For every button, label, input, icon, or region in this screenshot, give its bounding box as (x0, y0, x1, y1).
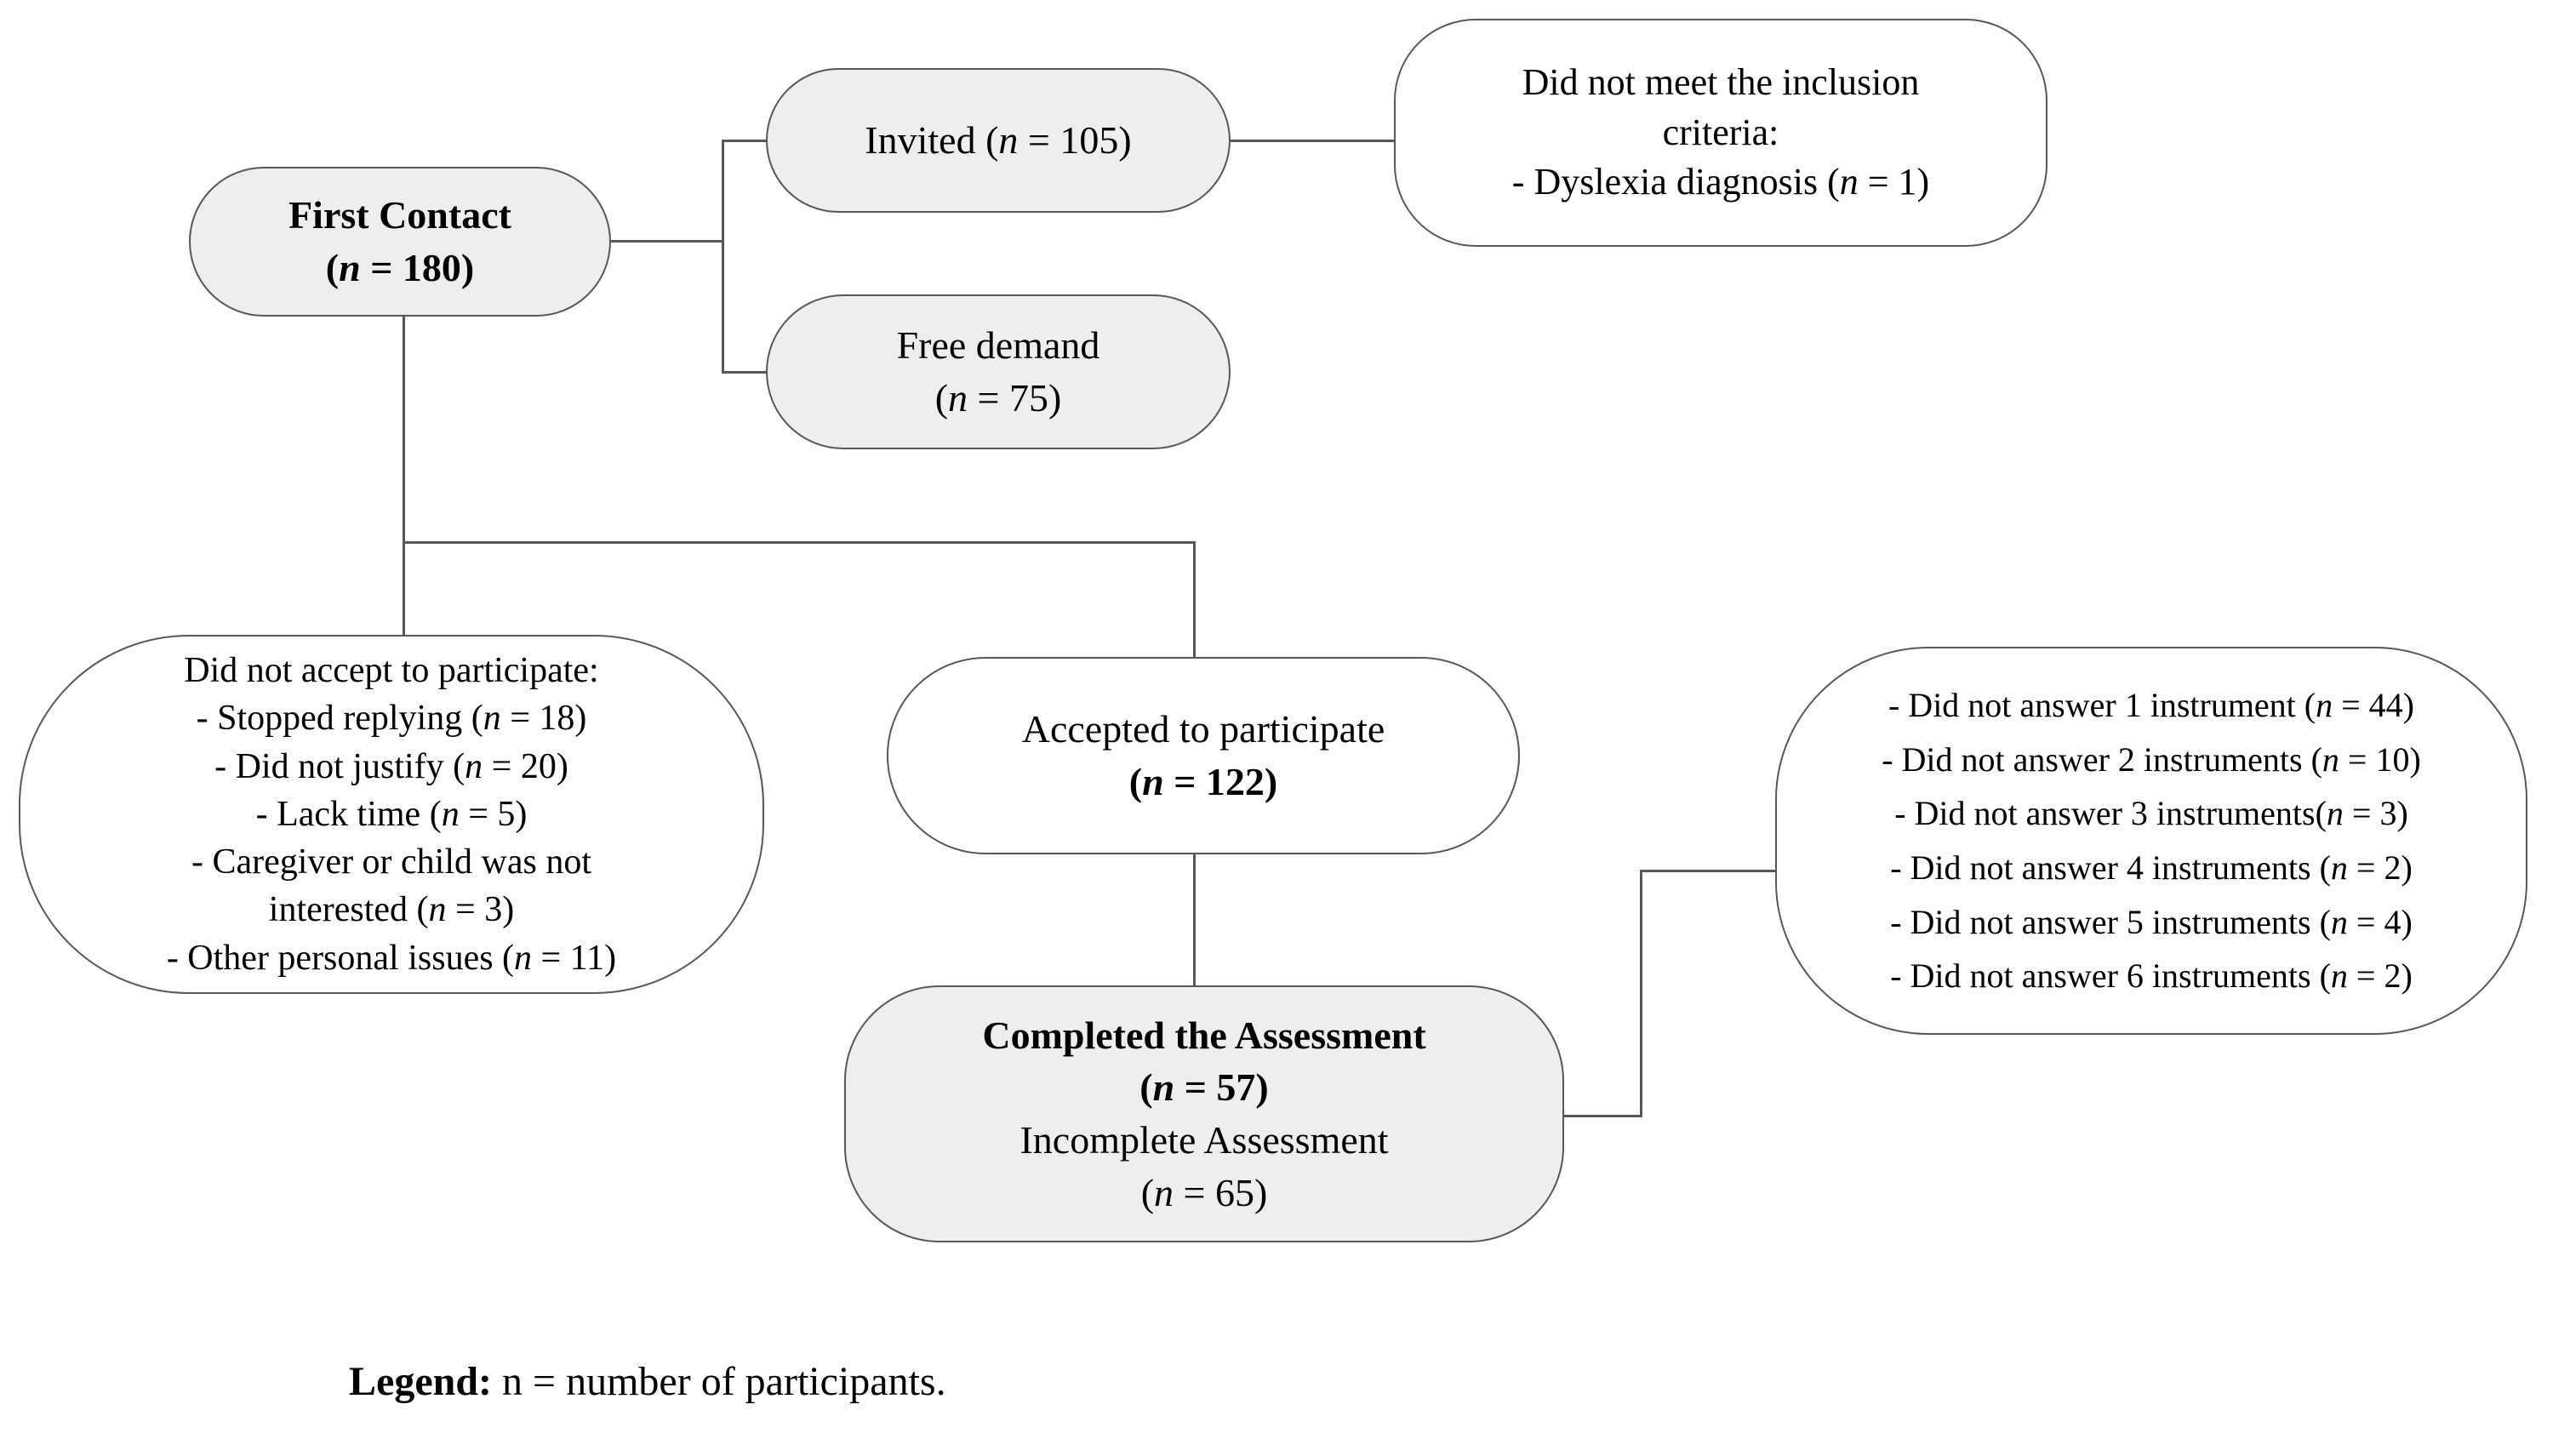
node-did-not-answer-instruments[interactable]: - Did not answer 1 instrument (n = 44) -… (1775, 647, 2527, 1035)
legend-label: Legend: (349, 1359, 492, 1404)
node-instruments-item-5: - Did not answer 6 instruments (n = 2) (1890, 956, 2413, 996)
node-did-not-accept-item-2: - Lack time (n = 5) (255, 794, 528, 834)
legend-text: n = number of participants. (492, 1359, 946, 1404)
node-completed-line4: (n = 65) (1140, 1170, 1268, 1214)
node-did-not-accept-item-3: - Caregiver or child was not (191, 842, 592, 882)
node-exclusion-line2: criteria: (1662, 111, 1779, 153)
connector-first-contact-down (403, 315, 405, 640)
node-did-not-accept[interactable]: Did not accept to participate: - Stopped… (19, 635, 764, 994)
legend: Legend: n = number of participants. (349, 1358, 946, 1405)
node-free-demand-line1: Free demand (896, 323, 1100, 368)
node-accepted-line2: (n = 122) (1128, 760, 1278, 803)
connector-down-to-accepted (1193, 541, 1196, 662)
node-instruments-item-0: - Did not answer 1 instrument (n = 44) (1888, 686, 2415, 725)
node-completed-line2: (n = 57) (1139, 1065, 1269, 1110)
node-exclusion-line3: - Dyslexia diagnosis (n = 1) (1511, 161, 1930, 203)
node-instruments-item-4: - Did not answer 5 instruments (n = 4) (1890, 902, 2413, 941)
node-accepted-line1: Accepted to participate (1021, 707, 1385, 751)
node-invited[interactable]: Invited (n = 105) (766, 68, 1231, 213)
connector-to-invited (722, 140, 769, 142)
node-free-demand[interactable]: Free demand (n = 75) (766, 294, 1231, 449)
node-exclusion-criteria[interactable]: Did not meet the inclusion criteria: - D… (1394, 19, 2047, 247)
node-instruments-item-1: - Did not answer 2 instruments (n = 10) (1882, 739, 2421, 779)
connector-completed-right (1561, 1115, 1642, 1117)
node-completed-line1: Completed the Assessment (982, 1013, 1426, 1057)
node-did-not-accept-item-1: - Did not justify (n = 20) (214, 746, 568, 786)
connector-to-instruments (1640, 870, 1783, 872)
node-did-not-accept-item-4: interested (n = 3) (268, 890, 515, 930)
connector-invited-to-exclusion (1227, 140, 1401, 142)
connector-first-contact-right (609, 240, 723, 243)
node-first-contact[interactable]: First Contact (n = 180) (189, 167, 611, 317)
node-first-contact-line2: (n = 180) (325, 246, 475, 289)
connector-branch-vertical (722, 140, 724, 373)
node-accepted-to-participate[interactable]: Accepted to participate (n = 122) (887, 657, 1520, 854)
node-completed-assessment[interactable]: Completed the Assessment (n = 57) Incomp… (844, 985, 1564, 1242)
node-did-not-accept-heading: Did not accept to participate: (184, 651, 599, 691)
connector-split-horizontal (403, 541, 1196, 544)
node-did-not-accept-item-5: - Other personal issues (n = 11) (166, 938, 617, 978)
connector-instruments-vertical (1640, 870, 1642, 1117)
node-free-demand-line2: (n = 75) (934, 376, 1062, 420)
node-instruments-item-2: - Did not answer 3 instruments(n = 3) (1894, 794, 2408, 833)
connector-to-free-demand (722, 371, 769, 374)
node-exclusion-line1: Did not meet the inclusion (1522, 60, 1920, 103)
node-instruments-item-3: - Did not answer 4 instruments (n = 2) (1890, 848, 2413, 887)
node-invited-label: Invited (n = 105) (865, 118, 1132, 163)
node-did-not-accept-item-0: - Stopped replying (n = 18) (196, 699, 587, 739)
node-first-contact-line1: First Contact (288, 193, 511, 237)
connector-accepted-to-completed (1193, 853, 1196, 989)
node-completed-line3: Incomplete Assessment (1019, 1118, 1389, 1162)
